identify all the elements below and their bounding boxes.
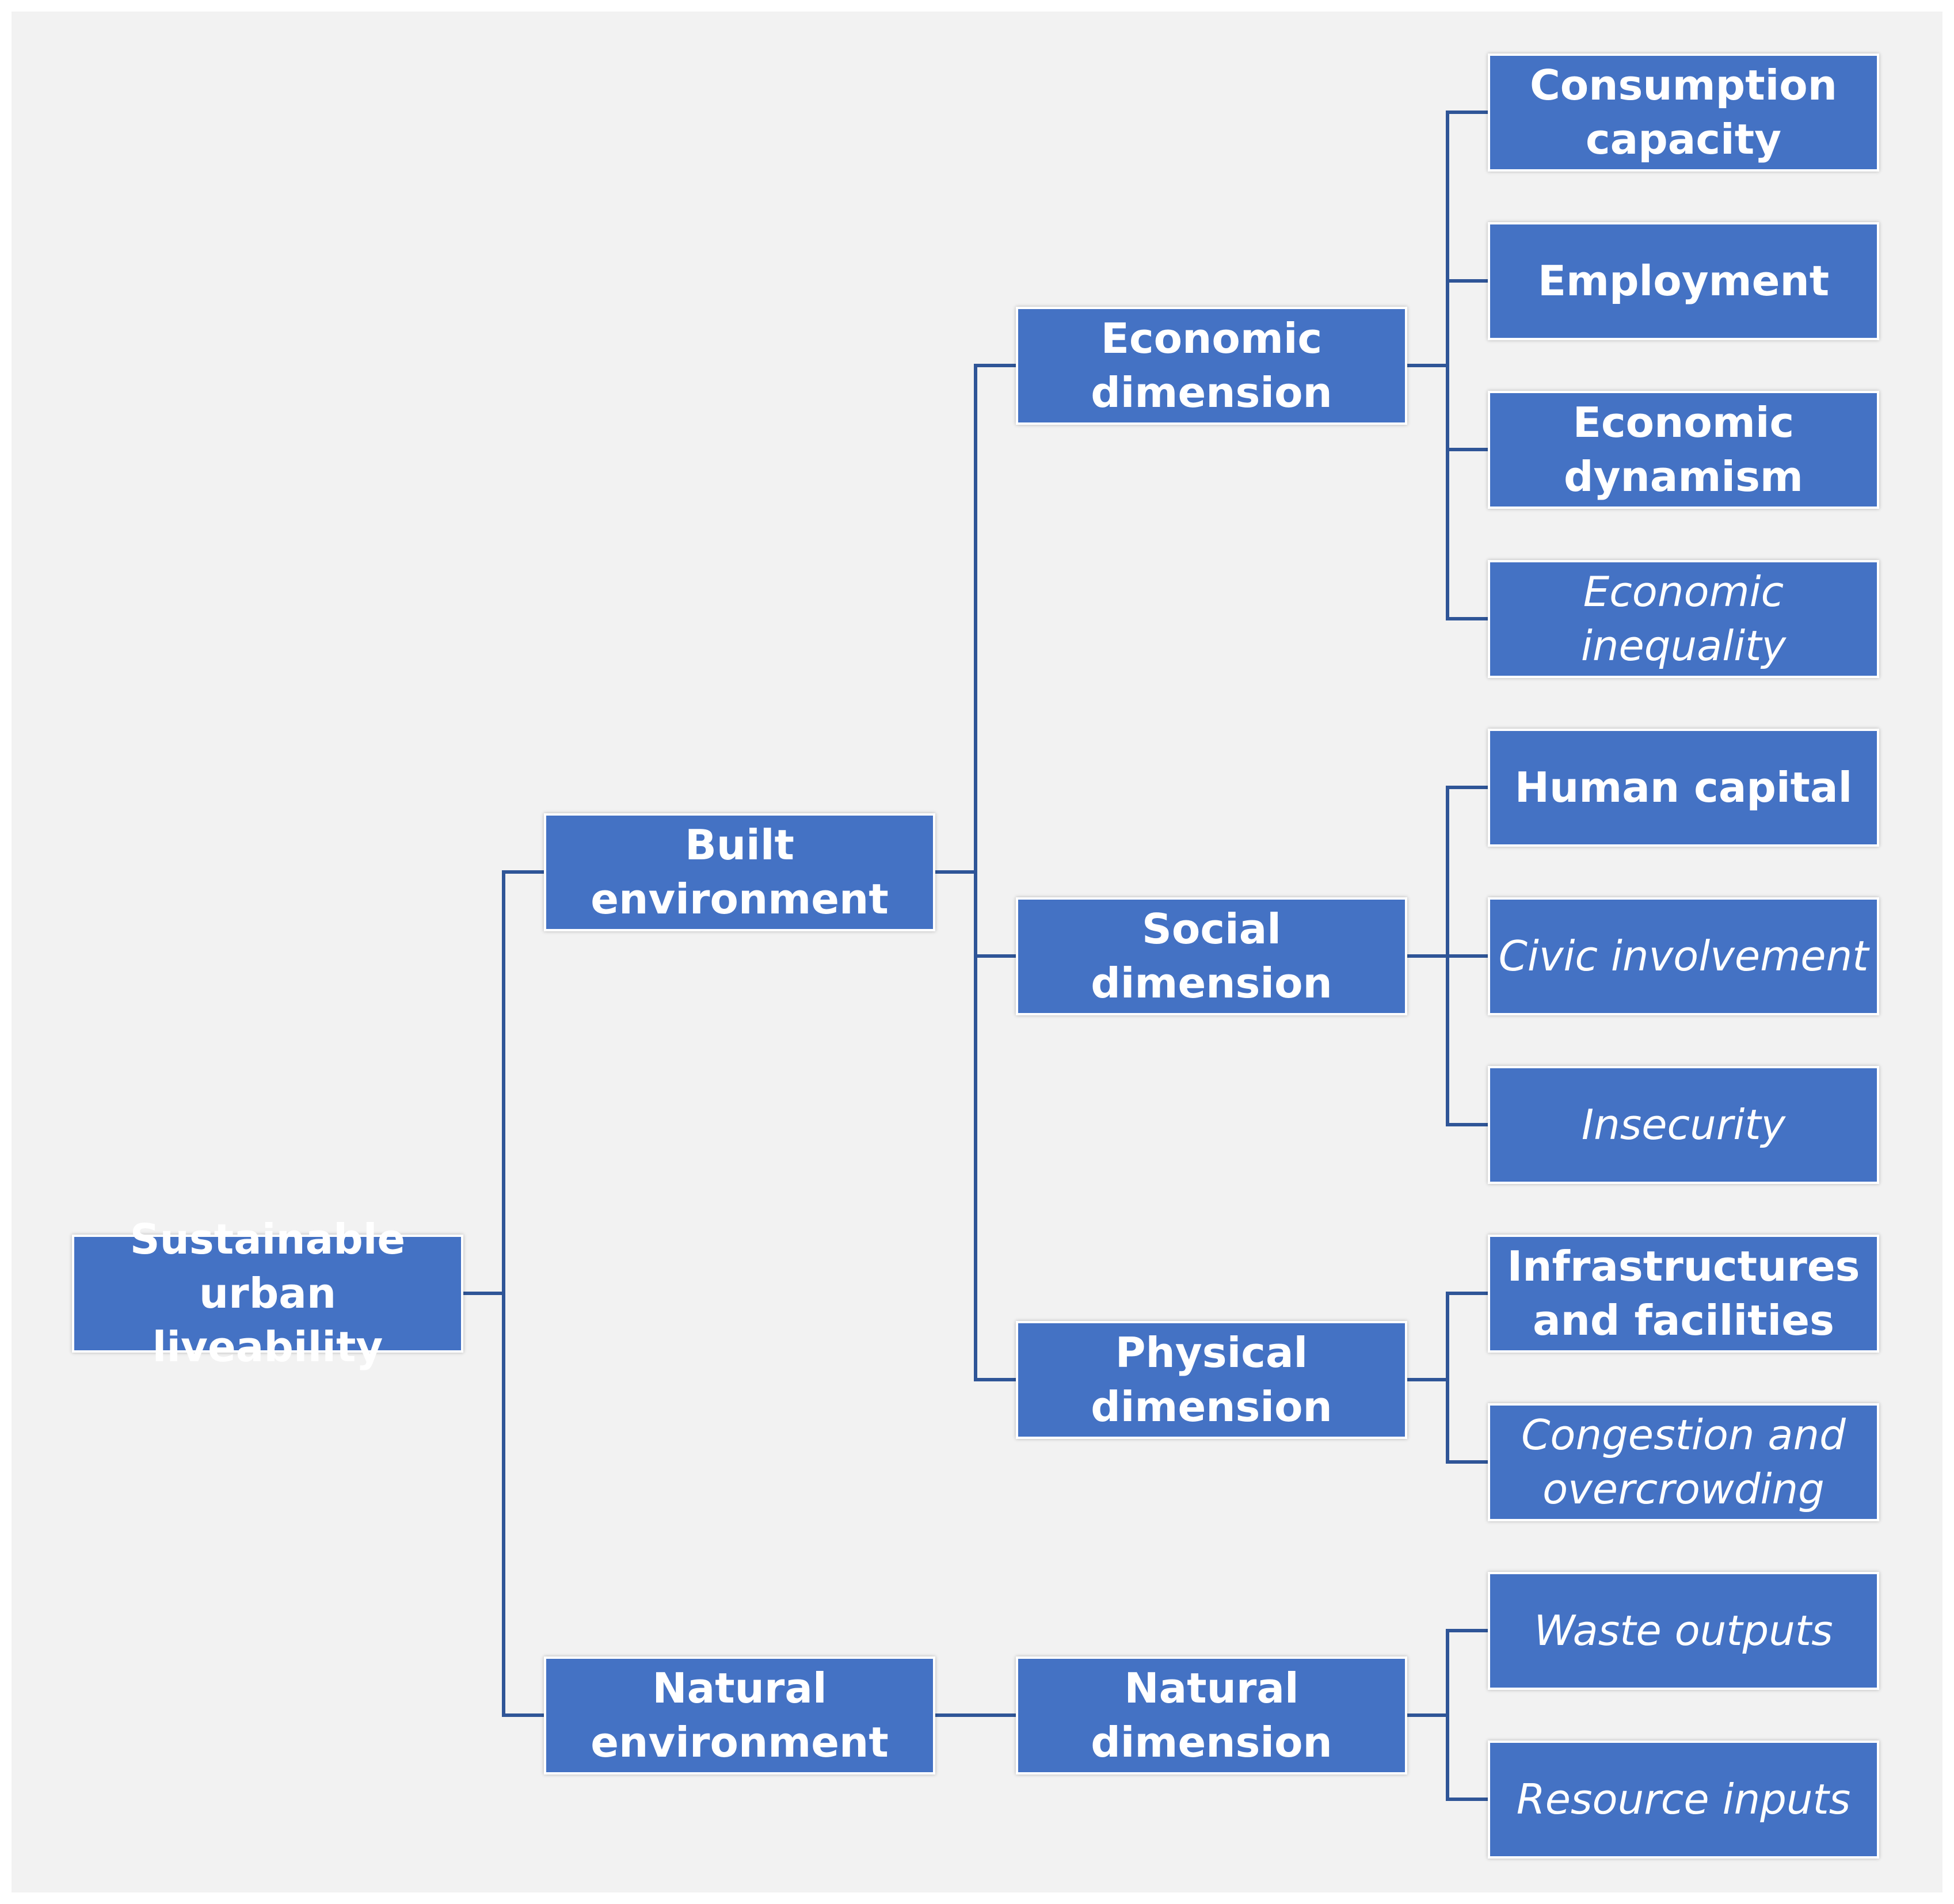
indicator-label: Congestion and overcrowding bbox=[1521, 1410, 1846, 1513]
indicator-economic-dynamism: Economic dynamism bbox=[1488, 391, 1879, 509]
natural-environment-node: Natural environment bbox=[544, 1657, 935, 1774]
natural-environment-label: Natural environment bbox=[591, 1663, 889, 1766]
indicator-label: Economic inequality bbox=[1580, 567, 1787, 670]
indicator-congestion-overcrowding: Congestion and overcrowding bbox=[1488, 1403, 1879, 1521]
indicator-consumption-capacity: Consumption capacity bbox=[1488, 54, 1879, 172]
indicator-insecurity: Insecurity bbox=[1488, 1066, 1879, 1184]
natural-dimension-label: Natural dimension bbox=[1091, 1663, 1332, 1766]
built-environment-node: Built environment bbox=[544, 813, 935, 931]
indicator-employment: Employment bbox=[1488, 222, 1879, 340]
indicator-label: Consumption capacity bbox=[1529, 60, 1838, 163]
indicator-label: Employment bbox=[1537, 256, 1830, 305]
physical-dimension-node: Physical dimension bbox=[1016, 1321, 1407, 1439]
indicator-infrastructures-facilities: Infrastructures and facilities bbox=[1488, 1235, 1879, 1353]
natural-dimension-node: Natural dimension bbox=[1016, 1657, 1407, 1774]
indicator-label: Economic dynamism bbox=[1564, 398, 1803, 501]
indicator-human-capital: Human capital bbox=[1488, 729, 1879, 847]
indicator-label: Resource inputs bbox=[1516, 1774, 1851, 1823]
indicator-waste-outputs: Waste outputs bbox=[1488, 1572, 1879, 1690]
physical-dimension-label: Physical dimension bbox=[1091, 1328, 1332, 1431]
indicator-label: Infrastructures and facilities bbox=[1507, 1242, 1860, 1345]
social-dimension-label: Social dimension bbox=[1091, 904, 1332, 1007]
root-node: Sustainable urban liveability bbox=[72, 1215, 463, 1371]
economic-dimension-label: Economic dimension bbox=[1091, 314, 1332, 417]
indicator-economic-inequality: Economic inequality bbox=[1488, 560, 1879, 678]
social-dimension-node: Social dimension bbox=[1016, 897, 1407, 1015]
indicator-civic-involvement: Civic involvement bbox=[1488, 897, 1879, 1015]
built-environment-label: Built environment bbox=[591, 820, 889, 923]
indicator-label: Human capital bbox=[1514, 763, 1853, 812]
connector-economic-trunk bbox=[1446, 111, 1488, 620]
connector-built-dimensions-trunk bbox=[974, 364, 1016, 1381]
connector-environments-trunk bbox=[502, 870, 544, 1717]
connector-physical-trunk bbox=[1446, 1292, 1488, 1464]
indicator-label: Waste outputs bbox=[1534, 1606, 1833, 1655]
indicator-resource-inputs: Resource inputs bbox=[1488, 1741, 1879, 1859]
connector-natural-trunk bbox=[1446, 1629, 1488, 1801]
indicator-label: Civic involvement bbox=[1498, 931, 1869, 980]
economic-dimension-node: Economic dimension bbox=[1016, 307, 1407, 425]
indicator-label: Insecurity bbox=[1581, 1100, 1786, 1149]
root-label: Sustainable urban liveability bbox=[129, 1215, 406, 1372]
